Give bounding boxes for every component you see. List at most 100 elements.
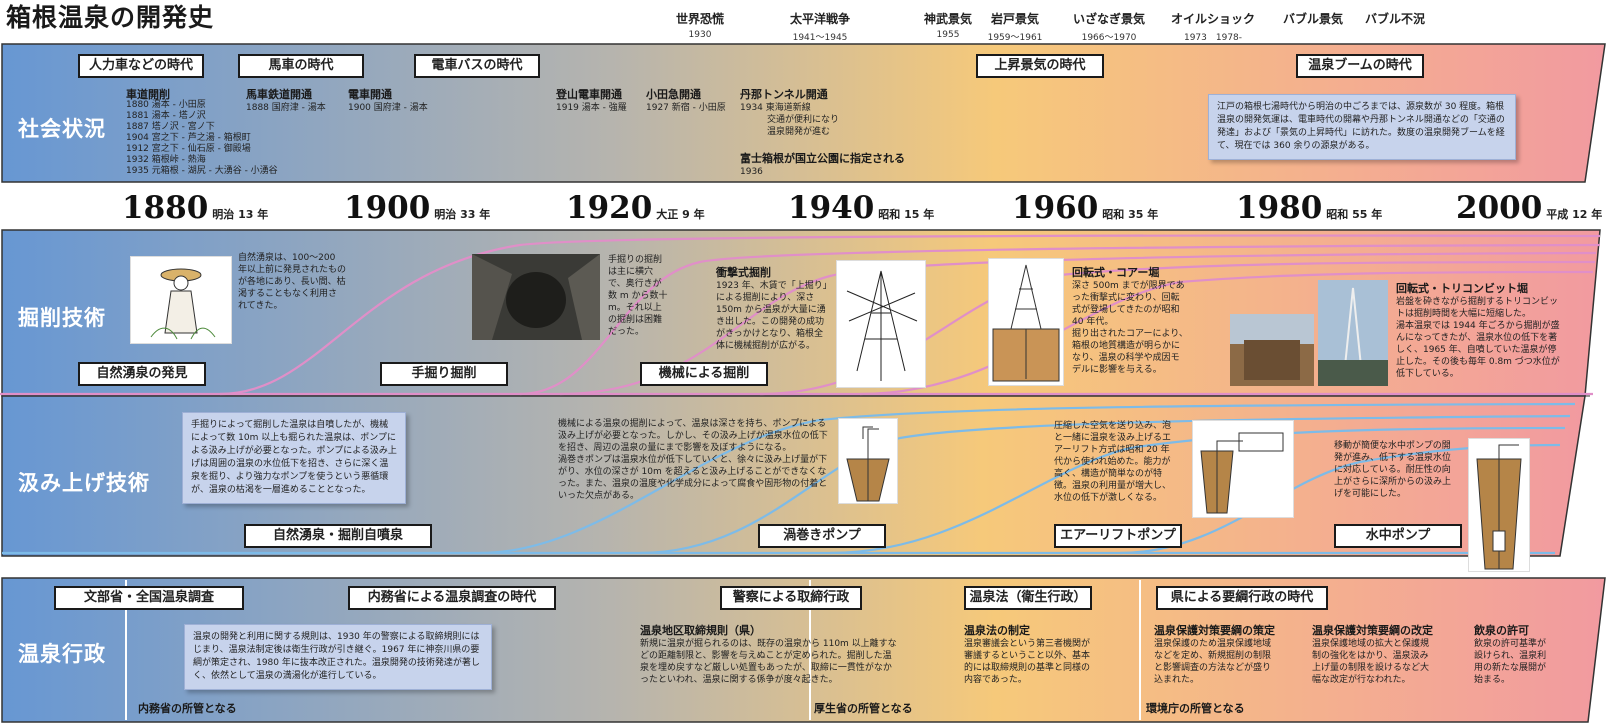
year-value: 1940 <box>788 190 875 226</box>
year-value: 1900 <box>344 190 431 226</box>
airlift-pump-icon <box>1200 432 1284 514</box>
event-name: バブル不況 <box>1364 12 1425 26</box>
derrick-icon <box>992 264 1060 382</box>
mountain-train-item: 1919 湯本 - 強羅 <box>556 103 627 113</box>
rotary-core-title: 回転式・コアー堀 <box>1072 266 1160 279</box>
ministry-environment: 環境庁の所管となる <box>1146 702 1245 715</box>
event-name: オイルショック <box>1170 12 1255 26</box>
era-box-police: 警察による取締行政 <box>720 586 862 610</box>
train-title: 電車開通 <box>348 88 392 101</box>
hand-dug-text: 手掘りの掘削は主に横穴で、奥行きが数 m から数十 m。それ以上の掘削は困難だっ… <box>608 255 668 337</box>
horse-rail-title: 馬車鉄道開通 <box>246 88 312 101</box>
tricone-photo-1 <box>1230 314 1314 386</box>
event-year: 1955 <box>936 30 960 40</box>
page-title: 箱根温泉の開発史 <box>6 3 215 32</box>
event-year: 1973 1978- <box>1183 33 1243 43</box>
year-era: 昭和 55 年 <box>1326 208 1383 221</box>
era-box-rickshaw: 人力車などの時代 <box>78 54 204 78</box>
tricone-title: 回転式・トリコンビット堀 <box>1396 282 1528 295</box>
train-item: 1900 国府津 - 湯本 <box>348 103 428 113</box>
era-box-boom: 上昇景気の時代 <box>976 54 1104 78</box>
era-box-onsen-boom: 温泉ブームの時代 <box>1296 54 1424 78</box>
pumping-lines <box>2 402 1576 555</box>
drilling-lines <box>0 234 1601 396</box>
guideline-revise-title: 温泉保護対策要綱の改定 <box>1312 624 1433 637</box>
year-era: 明治 33 年 <box>434 208 491 221</box>
event-year: 1930 <box>688 30 712 40</box>
drinking-permit-text: 飲泉の許可基準が設けられ、温泉利用の新たな展開が始まる。 <box>1474 639 1547 685</box>
well-pump-icon <box>846 426 890 502</box>
event-year: 1941〜1945 <box>792 33 848 43</box>
person-illustration-icon <box>150 268 216 340</box>
year-era: 明治 13 年 <box>212 208 269 221</box>
submersible-pump-illustration <box>1468 438 1530 572</box>
event-bubble-recession: バブル不況 <box>1360 10 1430 27</box>
percussion-rig-illustration <box>836 260 926 388</box>
tanna-title: 丹那トンネル開通 <box>740 88 828 101</box>
event-name: バブル景気 <box>1282 12 1343 26</box>
stage-box-natural-spring: 自然湧泉の発見 <box>78 362 206 386</box>
year-era: 昭和 35 年 <box>1102 208 1159 221</box>
row-label-social: 社会状況 <box>18 117 106 141</box>
onsen-law-text: 温泉審議会という第三者機関が審議するということ以外、基本的には取締規則の基準と同… <box>964 639 1091 685</box>
event-pacific-war: 太平洋戦争 1941〜1945 <box>780 10 860 43</box>
ministry-welfare: 厚生省の所管となる <box>814 702 913 715</box>
era-box-ministry-education: 文部省・全国温泉調査 <box>54 586 244 610</box>
year-era: 昭和 15 年 <box>878 208 935 221</box>
natural-spring-illustration <box>130 256 232 344</box>
stage-box-machine: 機械による掘削 <box>640 362 768 386</box>
drilling-rig-icon <box>846 270 918 381</box>
road-title: 車道開削 <box>126 88 170 101</box>
tower-photo-icon <box>1318 287 1388 386</box>
tunnel-photo-icon <box>472 254 600 340</box>
event-jinmu-boom: 神武景気 1955 <box>918 10 978 40</box>
stage-box-vortex-pump: 渦巻きポンプ <box>758 524 886 548</box>
stage-box-artesian: 自然湧泉・掘削自噴泉 <box>244 524 432 548</box>
vortex-pump-illustration <box>838 418 898 504</box>
event-name: 太平洋戦争 <box>789 12 850 26</box>
year-era: 平成 12 年 <box>1546 208 1603 221</box>
ministry-home: 内務省の所管となる <box>138 702 237 715</box>
year-value: 1880 <box>122 190 209 226</box>
police-rule-text: 新規に温泉が掘られるのは、既存の温泉から 110m 以上離すなどの距離制限と、影… <box>640 639 897 685</box>
police-rule-title: 温泉地区取締規則（県） <box>640 624 761 637</box>
year-value: 1920 <box>566 190 653 226</box>
social-band <box>1 43 1606 183</box>
event-year: 1959〜1961 <box>987 33 1043 43</box>
event-great-depression: 世界恐慌 1930 <box>670 10 730 40</box>
stage-box-airlift-pump: エアーリフトポンプ <box>1054 524 1182 548</box>
airlift-pump-illustration <box>1192 420 1294 518</box>
year-era: 大正 9 年 <box>656 208 705 221</box>
era-box-prefecture: 県による要綱行政の時代 <box>1156 586 1328 610</box>
event-name: 岩戸景気 <box>990 12 1039 26</box>
event-name: いざなぎ景気 <box>1072 12 1145 26</box>
event-name: 世界恐慌 <box>675 12 724 26</box>
submersible-pump-icon <box>1476 444 1522 570</box>
road-items: 1880 湯本 - 小田原 1881 湯本 - 塔ノ沢 1887 塔ノ沢 - 宮… <box>126 100 278 176</box>
natural-spring-text: 自然湧泉は、100〜200 年以上前に発見されたものが各地にあり、長い間、枯渇す… <box>238 253 347 311</box>
national-park-title: 富士箱根が国立公園に指定される <box>740 152 905 165</box>
event-year: 1966〜1970 <box>1081 33 1137 43</box>
stage-box-submersible-pump: 水中ポンプ <box>1334 524 1462 548</box>
year-value: 1980 <box>1236 190 1323 226</box>
core-rig-illustration <box>988 258 1064 386</box>
machine-photo-icon <box>1230 314 1314 380</box>
event-name: 神武景気 <box>923 12 972 26</box>
percussion-title: 衝撃式掘削 <box>716 266 771 279</box>
event-bubble-boom: バブル景気 <box>1278 10 1348 27</box>
rotary-core-text: 深さ 500m までが限界であった衝撃式に変わり、回転式が登場してきたのが昭和 … <box>1072 281 1188 375</box>
tanna-item: 1934 東海道新線 交通が便利になり 温泉開発が進む <box>740 103 840 137</box>
odakyu-title: 小田急開通 <box>646 88 701 101</box>
national-park-year: 1936 <box>740 167 763 177</box>
era-box-home-ministry: 内務省による温泉調査の時代 <box>348 586 556 610</box>
admin-note: 温泉の開発と利用に関する規則は、1930 年の警察による取締規則にはじまり、温泉… <box>184 624 492 690</box>
event-iwato-boom: 岩戸景気 1959〜1961 <box>980 10 1050 43</box>
guideline-title: 温泉保護対策要綱の策定 <box>1154 624 1275 637</box>
guideline-revise-text: 温泉保護地域の拡大と保護規制の強化をはかり、温泉汲み上げ量の制限を設けるなど大幅… <box>1312 639 1430 685</box>
